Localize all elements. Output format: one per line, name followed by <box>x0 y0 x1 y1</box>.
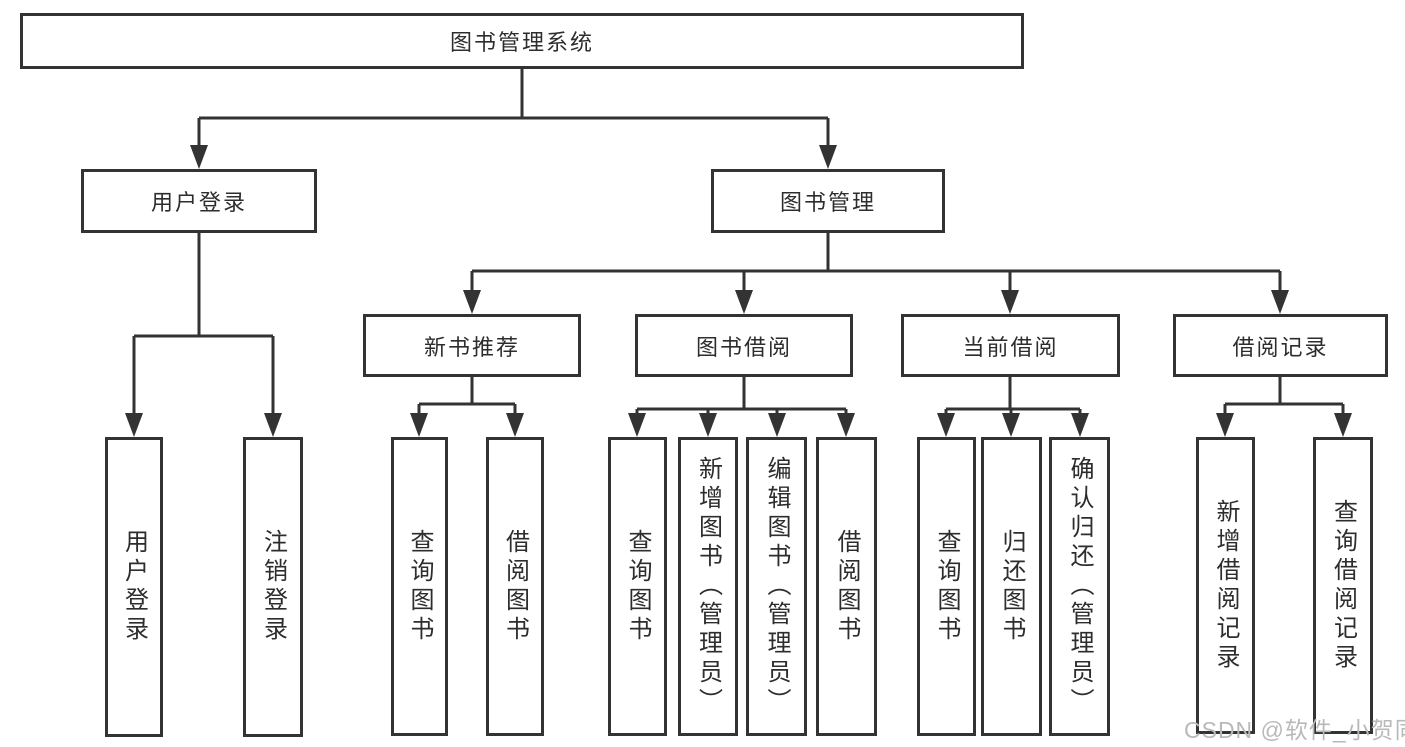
leaf-return-books: 归还图书 <box>981 437 1042 736</box>
node-label: 图书借阅 <box>695 334 792 360</box>
leaf-borrow-books-recommend: 借阅图书 <box>486 437 544 736</box>
node-label: 注销登录 <box>259 529 287 645</box>
node-current-borrowing: 当前借阅 <box>901 314 1120 377</box>
leaf-add-books-admin: 新增图书（管理员） <box>678 437 738 736</box>
leaf-query-borrow-record: 查询借阅记录 <box>1313 437 1373 734</box>
leaf-add-borrow-record: 新增借阅记录 <box>1196 437 1255 734</box>
node-label: 新增借阅记录 <box>1212 498 1239 673</box>
node-book-management-branch: 图书管理 <box>711 169 945 233</box>
node-label: 确认归还（管理员） <box>1066 456 1093 717</box>
node-label: 图书管理 <box>779 190 876 215</box>
leaf-query-books-current: 查询图书 <box>917 437 976 736</box>
node-label: 编辑图书（管理员） <box>763 456 790 717</box>
node-label: 借阅记录 <box>1232 334 1329 360</box>
node-label: 新书推荐 <box>423 334 520 360</box>
leaf-confirm-return-admin: 确认归还（管理员） <box>1049 437 1110 736</box>
leaf-borrow-books-borrowing: 借阅图书 <box>816 437 877 736</box>
node-label: 查询图书 <box>933 528 960 645</box>
leaf-query-books-recommend: 查询图书 <box>391 437 448 736</box>
node-label: 归还图书 <box>998 528 1025 645</box>
leaf-query-books-borrowing: 查询图书 <box>608 437 667 736</box>
node-borrowing-records: 借阅记录 <box>1173 314 1388 377</box>
node-label: 新增图书（管理员） <box>694 456 722 717</box>
node-label: 用户登录 <box>120 529 148 645</box>
leaf-logout: 注销登录 <box>243 437 303 737</box>
node-label: 查询图书 <box>624 528 651 645</box>
node-label: 用户登录 <box>150 190 247 215</box>
node-label: 借阅图书 <box>501 528 529 645</box>
node-label: 查询借阅记录 <box>1329 498 1357 673</box>
leaf-edit-books-admin: 编辑图书（管理员） <box>746 437 807 736</box>
csdn-watermark: CSDN @软件_小贺同学 <box>1184 717 1405 743</box>
node-book-borrowing: 图书借阅 <box>635 314 853 377</box>
node-label: 借阅图书 <box>833 528 860 645</box>
node-new-book-recommend: 新书推荐 <box>363 314 581 377</box>
node-user-login-branch: 用户登录 <box>81 169 317 233</box>
leaf-user-login: 用户登录 <box>105 437 163 737</box>
node-library-management-system: 图书管理系统 <box>20 13 1024 69</box>
node-label: 查询图书 <box>406 528 433 645</box>
node-label: 当前借阅 <box>962 334 1059 360</box>
node-label: 图书管理系统 <box>449 30 594 55</box>
